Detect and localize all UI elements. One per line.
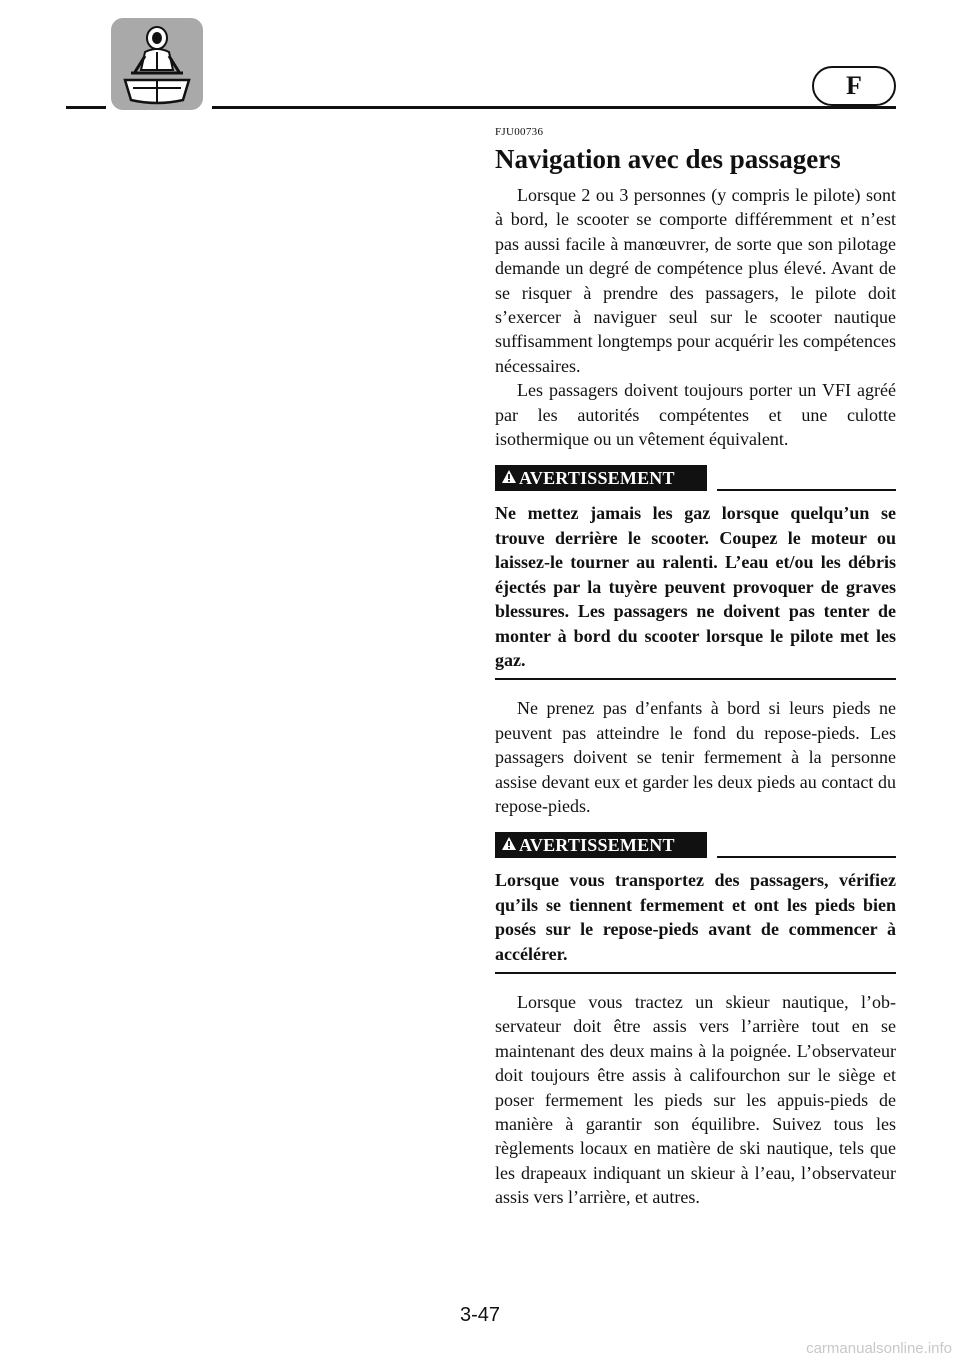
warning-text-2: Lorsque vous transportez des passagers, …	[495, 870, 896, 964]
warning-badge: AVERTISSEMENT	[495, 465, 707, 492]
header-rule-left	[66, 106, 106, 109]
warning-label: AVERTISSEMENT	[519, 834, 675, 855]
header-rule-right	[212, 106, 896, 109]
warning-header-1: AVERTISSEMENT	[495, 465, 896, 492]
paragraph-3: Ne prenez pas d’enfants à bord si leurs …	[495, 698, 896, 816]
language-badge: F	[812, 66, 896, 106]
jet-ski-rider-icon	[111, 18, 203, 110]
warning-end-rule	[495, 678, 896, 681]
warning-text-1: Ne mettez jamais les gaz lorsque quelqu’…	[495, 503, 896, 670]
paragraph-2: Les passagers doivent toujours porter un…	[495, 380, 896, 450]
warning-label: AVERTISSEMENT	[519, 467, 675, 488]
warning-rule	[717, 489, 896, 492]
paragraph-1: Lorsque 2 ou 3 personnes (y compris le p…	[495, 185, 896, 376]
warning-header-2: AVERTISSEMENT	[495, 832, 896, 859]
page-number: 3-47	[459, 1304, 501, 1326]
warning-triangle-icon	[501, 468, 517, 489]
content-column: FJU00736 Navigation avec des passagers L…	[495, 125, 896, 1210]
watermark: carmanualsonline.info	[806, 1340, 952, 1357]
warning-badge: AVERTISSEMENT	[495, 832, 707, 859]
warning-rule	[717, 856, 896, 859]
warning-end-rule	[495, 971, 896, 974]
section-title: Navigation avec des passagers	[495, 144, 841, 174]
section-code: FJU00736	[495, 126, 544, 138]
paragraph-4: Lorsque vous tractez un skieur nautique,…	[495, 991, 896, 1208]
warning-triangle-icon	[501, 835, 517, 856]
